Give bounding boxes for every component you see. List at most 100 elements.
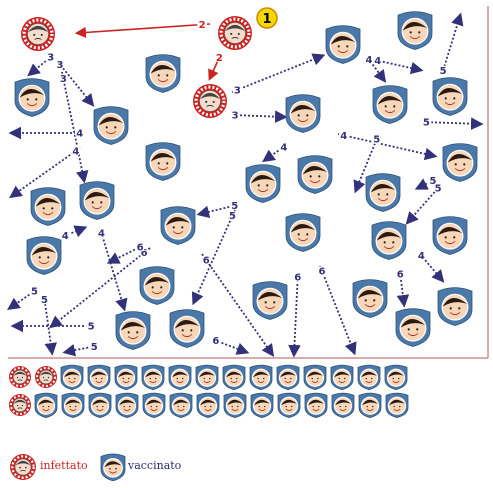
summary-vaccinated-1-6 [195,364,219,391]
summary-infected-1-2 [35,366,57,388]
summary-vaccinated-2-13 [358,392,382,419]
edge-label: 5 [373,135,380,146]
edge-line [231,53,326,93]
summary-vaccinated-1-7 [222,364,246,391]
legend-infected-icon [10,454,36,480]
vaccinated-node-v6 [372,85,408,124]
edge-line [43,295,57,356]
edge-label: 3 [60,74,67,85]
edge-20: 5 [62,341,100,357]
edge-line [9,147,81,199]
summary-infected-1-1 [9,366,31,388]
edge-25: 5 [438,12,464,77]
nodes-layer [14,11,478,350]
edge-label: 5 [88,322,95,333]
edge-24: 5 [421,117,484,130]
legend-vaccinated-face [100,453,126,482]
edge-4: 3 [55,59,95,107]
edge-16: 4 [416,250,445,283]
edge-line [49,247,151,329]
vaccinated-node-v12 [245,164,281,203]
vaccinated-node-v9 [145,142,181,181]
summary-vaccinated-2-9 [250,392,274,419]
summary-vaccinated-2-11 [304,392,328,419]
edge-line [319,265,357,356]
vaccinated-node-v17 [432,216,468,255]
legend-infected-face [10,454,36,480]
edge-label: 4 [280,142,287,153]
summary-vaccinated-1-8 [249,364,273,391]
summary-vaccinated-2-14 [385,392,409,419]
edge-label-bg [60,230,71,241]
vaccinated-node-v15 [365,173,401,212]
edge-line [63,225,88,238]
legend-infected-label: infettato [40,459,88,472]
summary-vaccinated-2-10 [277,392,301,419]
edge-label-bg [229,200,240,211]
edge-label: 2 [216,53,223,64]
edge-33: 6 [317,265,357,356]
edge-label: 5 [423,118,430,129]
vaccinated-node-v16 [160,206,196,245]
edge-26: 5 [414,175,439,190]
summary-layer [9,364,409,419]
vaccinated-node-v24 [437,287,473,326]
vaccinated-node-v5 [145,54,181,93]
edge-line [61,71,89,184]
legend-vaccinated-label: vaccinato [128,459,182,472]
vaccinated-node-v25 [115,311,151,350]
summary-vaccinated-1-3 [114,364,138,391]
edge-5: 3 [58,71,89,184]
vaccinated-node-v19 [371,221,407,260]
edge-9: 4 [9,145,81,199]
edge-label: 3 [234,85,241,96]
edge-line [405,185,441,225]
edge-label-bg [278,141,289,152]
badge-number: 1 [262,12,271,27]
edge-label-bg [74,128,85,138]
summary-vaccinated-2-6 [169,392,193,419]
edge-line [414,178,435,190]
vaccinated-node-v18 [285,213,321,252]
edge-line [422,117,484,130]
edge-label: 3 [232,111,239,122]
summary-vaccinated-2-7 [196,392,220,419]
edge-11: 4 [96,227,128,312]
edge-22: 5 [191,209,238,306]
summary-vaccinated-1-2 [87,364,111,391]
edge-label-bg [371,134,382,145]
badge-circle [256,7,278,29]
edge-label-bg [58,73,69,84]
summary-vaccinated-1-10 [303,364,327,391]
edge-label: 6 [397,269,404,280]
edge-label-bg [227,210,238,221]
legend-vaccinated-icon [100,453,126,482]
edge-27: 5 [405,183,444,225]
edge-line [231,110,288,123]
edge-label-bg [363,54,374,65]
edge-label: 5 [231,201,238,212]
edge-line [337,133,438,161]
edge-29: 6 [106,241,146,264]
edge-label-bg [55,59,66,70]
edge-label: 6 [319,267,326,278]
edge-14: 4 [372,55,424,75]
edge-34: 6 [395,268,410,308]
summary-vaccinated-1-9 [276,364,300,391]
edge-label-bg [421,117,432,128]
edge-line [74,23,211,39]
edge-label: 5 [91,342,98,353]
summary-vaccinated-1-12 [357,364,381,391]
edge-label-bg [230,110,241,121]
vaccinated-node-v22 [252,281,288,320]
edge-label-bg [210,335,221,346]
vaccinated-node-v14 [79,181,115,220]
edge-label-bg [201,255,212,265]
edge-7: 3 [230,110,288,123]
edge-line [191,209,236,306]
edge-label-bg [197,19,208,30]
edge-label-bg [395,268,406,279]
vaccinated-node-v2 [397,11,433,50]
